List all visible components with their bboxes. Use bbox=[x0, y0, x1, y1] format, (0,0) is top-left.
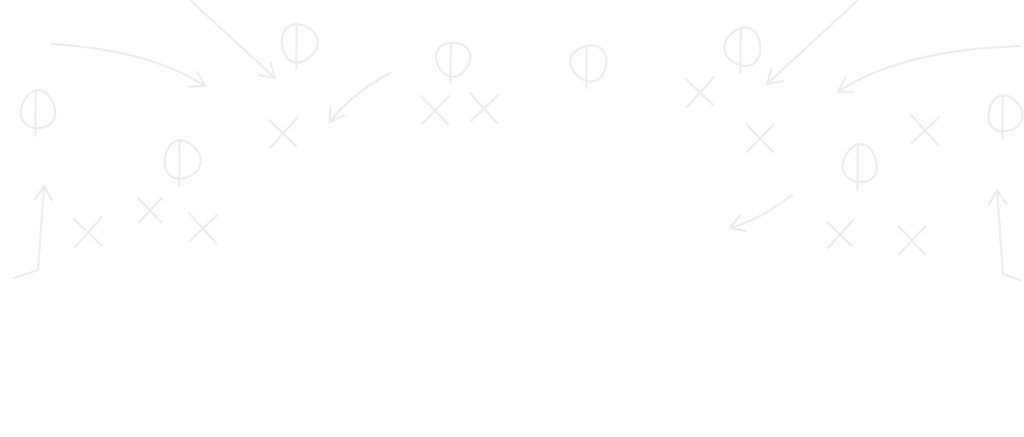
circle-player-icon bbox=[19, 89, 57, 138]
cross-player-icon bbox=[72, 215, 104, 249]
cross-player-icon bbox=[744, 122, 776, 154]
play-arrow-icon bbox=[988, 188, 1022, 282]
circle-player-icon bbox=[434, 41, 472, 85]
cross-player-icon bbox=[825, 218, 855, 250]
circle-player-icon bbox=[723, 26, 762, 75]
play-arrow-icon bbox=[728, 193, 794, 232]
cross-player-icon bbox=[909, 113, 941, 147]
play-arrow-icon bbox=[188, 0, 277, 80]
cross-player-icon bbox=[896, 224, 928, 256]
cross-player-icon bbox=[419, 94, 451, 126]
cross-player-icon bbox=[187, 211, 219, 245]
arrows-layer bbox=[12, 0, 1022, 282]
circle-player-icon bbox=[841, 143, 878, 192]
play-arrow-icon bbox=[765, 0, 860, 86]
cross-player-icon bbox=[468, 91, 500, 125]
circle-player-icon bbox=[569, 44, 608, 90]
play-arrow-icon bbox=[328, 71, 392, 124]
play-arrow-icon bbox=[12, 184, 53, 280]
circles-layer bbox=[19, 23, 1024, 192]
play-arrow-icon bbox=[50, 42, 207, 88]
cross-player-icon bbox=[684, 75, 716, 109]
circle-player-icon bbox=[280, 23, 319, 71]
crosses-layer bbox=[72, 75, 941, 256]
cross-player-icon bbox=[267, 116, 299, 150]
play-arrow-icon bbox=[836, 44, 1022, 94]
cross-player-icon bbox=[136, 196, 164, 224]
circle-player-icon bbox=[163, 139, 202, 188]
circle-player-icon bbox=[987, 94, 1024, 141]
